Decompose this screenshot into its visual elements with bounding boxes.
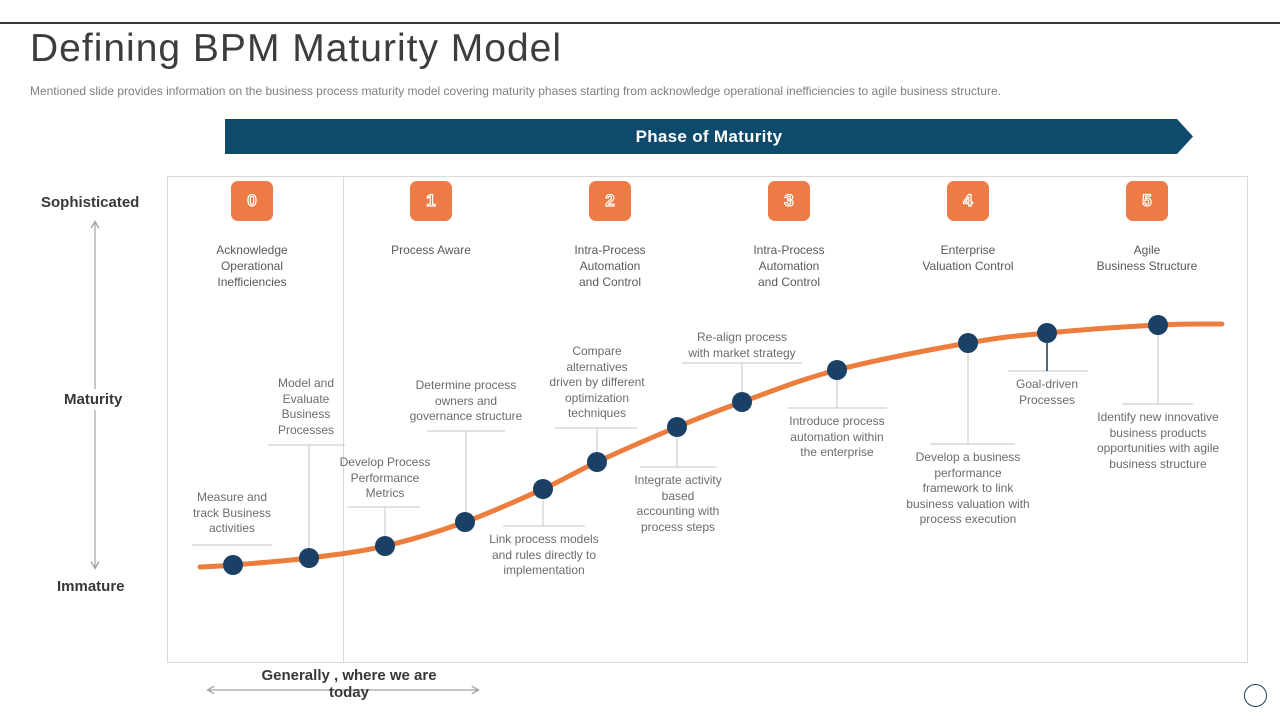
callout-label: Re-align process with market strategy <box>688 330 796 360</box>
callout-label: Introduce process automation within the … <box>789 414 885 459</box>
corner-circle-marker <box>1244 684 1267 707</box>
phase-label-2: Intra-Process Automation and Control <box>574 243 646 289</box>
callout-label: Determine process owners and governance … <box>409 378 523 423</box>
phase-label-4: Enterprise Valuation Control <box>922 243 1014 273</box>
phase-number: 1 <box>426 190 437 210</box>
callout-label: Model and Evaluate Business Processes <box>277 376 335 437</box>
phase-divider-gridline <box>343 177 344 662</box>
axis-label-immature: Immature <box>57 578 125 595</box>
page-subtitle: Mentioned slide provides information on … <box>30 84 1001 98</box>
callout-label: Integrate activity based accounting with… <box>634 473 722 534</box>
phase-badge-1: 1 <box>410 181 452 221</box>
callout-label: Develop Process Performance Metrics <box>339 455 431 500</box>
maturity-data-point <box>587 452 607 472</box>
maturity-data-point <box>958 333 978 353</box>
phase-number: 3 <box>784 190 795 210</box>
phase-badge-5: 5 <box>1126 181 1168 221</box>
slide-top-border <box>0 22 1280 24</box>
axis-label-sophisticated: Sophisticated <box>41 194 140 211</box>
phase-number: 5 <box>1142 190 1153 210</box>
phase-badge-4: 4 <box>947 181 989 221</box>
phase-number: 2 <box>605 190 616 210</box>
phase-number: 4 <box>963 190 974 210</box>
phase-label-3: Intra-Process Automation and Control <box>753 243 825 289</box>
phase-badge-2: 2 <box>589 181 631 221</box>
banner-label: Phase of Maturity <box>635 126 783 146</box>
callout-label: Goal-driven Processes <box>1015 377 1079 407</box>
chart-plot-area <box>167 176 1248 663</box>
maturity-data-point <box>533 479 553 499</box>
maturity-data-point <box>827 360 847 380</box>
phase-badge-0: 0 <box>231 181 273 221</box>
phase-badge-3: 3 <box>768 181 810 221</box>
callout-label: Develop a business performance framework… <box>906 450 1030 526</box>
maturity-data-point <box>375 536 395 556</box>
phase-label-5: Agile Business Structure <box>1096 243 1198 273</box>
maturity-data-point <box>223 555 243 575</box>
callout-label: Measure and track Business activities <box>192 490 272 535</box>
page-title: Defining BPM Maturity Model <box>30 27 563 70</box>
callout-label: Compare alternatives driven by different… <box>549 344 645 420</box>
phase-label-1: Process Aware <box>391 243 471 257</box>
maturity-data-point <box>732 392 752 412</box>
maturity-data-point <box>1148 315 1168 335</box>
callout-label: Identify new innovative business product… <box>1096 410 1220 471</box>
phase-label-0: Acknowledge Operational Inefficiencies <box>216 243 288 289</box>
maturity-data-point <box>1037 323 1057 343</box>
maturity-data-point <box>299 548 319 568</box>
maturity-data-point <box>455 512 475 532</box>
callout-label: Link process models and rules directly t… <box>489 532 599 577</box>
axis-label-maturity: Maturity <box>57 389 130 410</box>
today-range-label: Generally , where we are today <box>261 667 437 701</box>
maturity-data-point <box>667 417 687 437</box>
phase-number: 0 <box>247 190 258 210</box>
phase-of-maturity-banner: Phase of Maturity <box>225 119 1193 154</box>
